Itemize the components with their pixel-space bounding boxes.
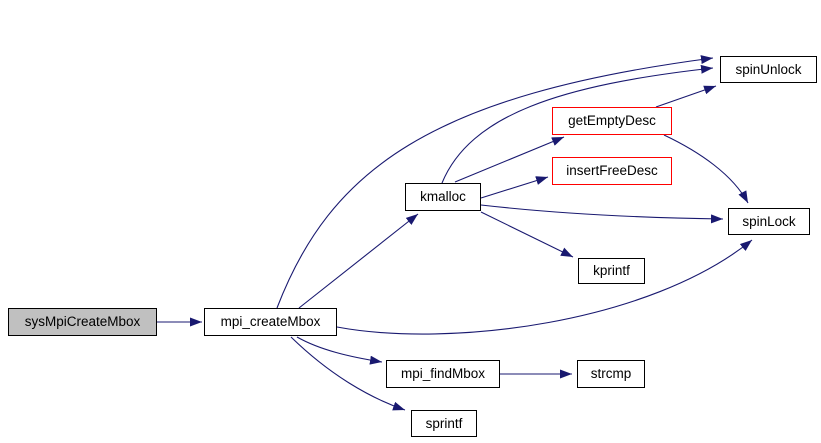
edge-mpi_createMbox-to-spinLock [336,239,753,335]
graph-node-label: getEmptyDesc [568,113,656,129]
graph-node-label: insertFreeDesc [566,163,658,179]
graph-node-mpi_findMbox[interactable]: mpi_findMbox [386,360,500,388]
graph-node-label: spinUnlock [735,61,802,77]
graph-node-spinLock[interactable]: spinLock [728,208,810,235]
graph-node-label: strcmp [590,366,632,382]
graph-node-sprintf[interactable]: sprintf [411,410,477,437]
graph-node-label: sysMpiCreateMbox [24,314,141,330]
graph-node-label: kmalloc [420,189,466,205]
edge-kmalloc-to-insertFreeDesc [480,176,549,199]
graph-node-strcmp[interactable]: strcmp [577,360,645,388]
graph-node-label: spinLock [742,213,796,229]
graph-node-sysMpiCreateMbox: sysMpiCreateMbox [8,308,157,336]
edge-kmalloc-to-spinLock [480,204,724,224]
edge-mpi_createMbox-to-sprintf [290,336,406,411]
edge-kmalloc-to-getEmptyDesc [454,136,565,183]
edge-getEmptyDesc-to-spinLock [663,134,749,204]
graph-node-label: kprintf [593,263,630,279]
edge-kmalloc-to-kprintf [480,211,574,258]
edge-getEmptyDesc-to-spinUnlock [655,85,717,108]
graph-node-getEmptyDesc[interactable]: getEmptyDesc [552,107,672,135]
graph-node-label: mpi_findMbox [400,366,486,382]
edge-kmalloc-to-spinUnlock [441,64,714,184]
graph-node-insertFreeDesc[interactable]: insertFreeDesc [552,157,672,185]
graph-node-kmalloc[interactable]: kmalloc [405,183,481,211]
graph-node-mpi_createMbox[interactable]: mpi_createMbox [204,308,337,336]
graph-node-spinUnlock[interactable]: spinUnlock [720,56,817,83]
edge-mpi_createMbox-to-mpi_findMbox [296,336,383,365]
graph-node-label: mpi_createMbox [220,314,321,330]
edge-mpi_createMbox-to-kmalloc [298,213,419,309]
edge-mpi_createMbox-to-spinUnlock [276,55,714,309]
graph-node-label: sprintf [425,415,463,431]
graph-node-kprintf[interactable]: kprintf [578,258,645,284]
